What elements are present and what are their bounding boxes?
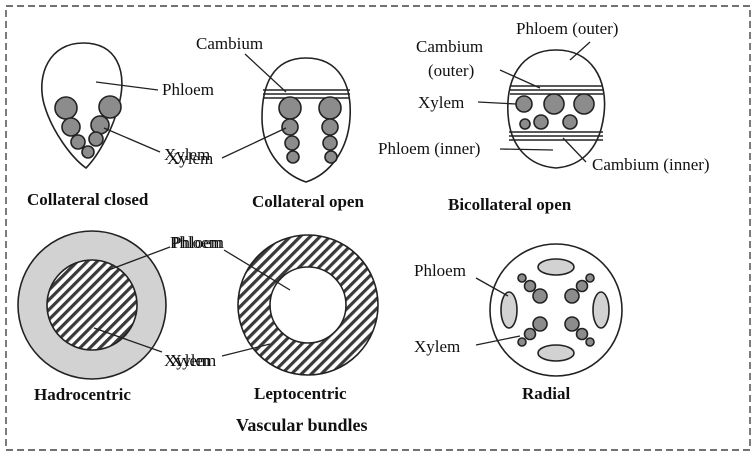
caption-collateral-open: Collateral open: [252, 192, 364, 211]
leader-line: [499, 69, 541, 89]
leader-line: [221, 127, 287, 159]
cambium-inner-label: Cambium (inner): [592, 155, 710, 174]
xylem-vessel: [515, 95, 533, 113]
xylem-vessel: [70, 134, 86, 150]
xylem-vessel: [532, 316, 548, 332]
leader-line: [244, 53, 287, 93]
xylem-vessel: [562, 114, 578, 130]
phloem-patch: [592, 291, 610, 329]
xylem-vessel: [54, 96, 78, 120]
caption-collateral-closed: Collateral closed: [27, 190, 149, 209]
xylem-vessel: [523, 279, 537, 293]
xylem-vessel: [564, 316, 580, 332]
caption-bicollateral-open: Bicollateral open: [448, 195, 572, 214]
xylem-vessel: [88, 131, 104, 147]
phloem-patch: [537, 344, 575, 362]
xylem-vessel: [281, 118, 299, 136]
hadrocentric-bundle: [17, 230, 167, 380]
xylem-vessel: [585, 337, 595, 347]
leader-line: [223, 249, 291, 291]
xylem-label-1: Xylem: [164, 145, 210, 164]
collateral-closed-bundle: [41, 42, 123, 170]
leader-line: [562, 137, 587, 163]
xylem-label-3: Xylem: [418, 93, 464, 112]
phloem-label-1: Phloem: [162, 80, 214, 99]
diagram-title: Vascular bundles: [236, 415, 368, 435]
xylem-label-2: Xylem: [167, 149, 213, 168]
leader-line: [105, 246, 171, 272]
xylem-vessel: [517, 273, 527, 283]
xylem-vessel: [585, 273, 595, 283]
caption-radial: Radial: [522, 384, 570, 403]
xylem-vessel: [564, 288, 580, 304]
xylem-vessel: [517, 337, 527, 347]
xylem-vessel: [523, 327, 537, 341]
xylem-vessel: [519, 118, 531, 130]
xylem-vessel: [543, 93, 565, 115]
leader-line: [475, 335, 521, 346]
xylem-label-5: Xylem: [170, 351, 216, 370]
xylem-label-4: Xylem: [164, 351, 210, 370]
leptocentric-bundle: [237, 234, 379, 376]
phloem-label-4: Phloem: [172, 233, 224, 252]
xylem-label-6: Xylem: [414, 337, 460, 356]
phloem-label-5: Phloem: [170, 233, 222, 252]
cambium-outer-label-line1: Cambium: [416, 37, 483, 56]
leader-line: [475, 277, 509, 297]
leader-line: [103, 127, 161, 153]
phloem-inner-label: Phloem (inner): [378, 139, 480, 158]
leader-line: [477, 101, 517, 105]
xylem-vessel: [284, 135, 300, 151]
xylem-vessel: [532, 288, 548, 304]
xylem-vessel: [533, 114, 549, 130]
phloem-patch: [500, 291, 518, 329]
leptocentric-phloem-core: [269, 266, 347, 344]
phloem-patch: [537, 258, 575, 276]
bicollateral-open-bundle: [507, 49, 606, 169]
xylem-vessel: [278, 96, 302, 120]
xylem-vessel: [575, 279, 589, 293]
leader-line: [221, 343, 271, 357]
caption-hadrocentric: Hadrocentric: [34, 385, 131, 404]
leader-line: [569, 41, 591, 61]
leader-line: [93, 327, 163, 353]
cambium-label: Cambium: [196, 34, 263, 53]
xylem-vessel: [318, 96, 342, 120]
phloem-label-6: Phloem: [414, 261, 466, 280]
collateral-open-outline: [261, 57, 351, 183]
leader-line: [499, 148, 554, 151]
xylem-vessel: [81, 145, 95, 159]
collateral-open-bundle: [261, 57, 351, 183]
caption-leptocentric: Leptocentric: [254, 384, 347, 403]
xylem-vessel: [98, 95, 122, 119]
leader-line: [95, 81, 159, 91]
xylem-vessel: [322, 135, 338, 151]
xylem-vessel: [61, 117, 81, 137]
xylem-vessel: [324, 150, 338, 164]
xylem-vessel: [573, 93, 595, 115]
xylem-vessel: [575, 327, 589, 341]
xylem-vessel: [321, 118, 339, 136]
cambium-outer-label-line2: (outer): [428, 61, 474, 80]
phloem-outer-label: Phloem (outer): [516, 19, 618, 38]
xylem-vessel: [90, 115, 110, 135]
radial-bundle: [489, 243, 623, 377]
hadrocentric-xylem-core: [46, 259, 138, 351]
xylem-vessel: [286, 150, 300, 164]
